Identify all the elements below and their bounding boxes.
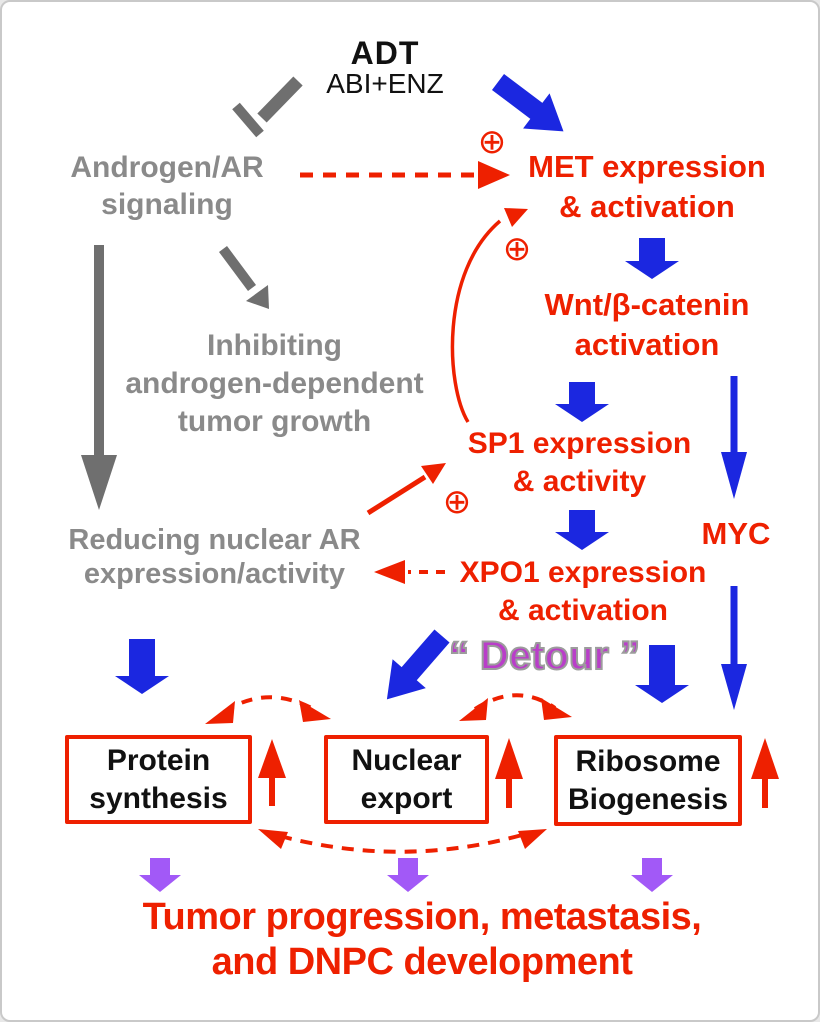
purple-arrow-ribosome-icon xyxy=(631,858,673,892)
node-sp1-expression: SP1 expression & activity xyxy=(437,425,722,501)
arrow-nuclear-ribosome-dashed-icon xyxy=(459,693,572,721)
box-nuclear-line1: Nuclear xyxy=(351,743,462,777)
box-nuclear-export: Nuclear export xyxy=(324,735,489,824)
up-arrow-ribosome-icon xyxy=(751,738,779,808)
box-protein-line2: synthesis xyxy=(89,781,228,815)
plus-circle-icon: ⊕ xyxy=(477,123,507,161)
node-met-line1: MET expression xyxy=(528,149,766,184)
box-protein-synthesis: Protein synthesis xyxy=(65,735,252,824)
node-xpo1-line2: & activation xyxy=(497,594,669,627)
node-outcome-statement: Tumor progression, metastasis, and DNPC … xyxy=(52,895,792,985)
node-wnt-line2: activation xyxy=(574,327,720,362)
box-nuclear-line2: export xyxy=(360,781,453,815)
arrow-wnt-to-sp1-icon xyxy=(555,382,609,422)
node-met-expression: MET expression & activation xyxy=(502,147,792,227)
node-reducing-line2: expression/activity xyxy=(83,558,346,590)
arrow-androgen-to-met-dashed-icon xyxy=(300,161,510,189)
node-myc: MYC xyxy=(701,516,771,551)
arrow-sp1-to-xpo1-icon xyxy=(555,510,609,550)
node-outcome-line2: and DNPC development xyxy=(211,941,633,983)
node-androgen-line1: Androgen/AR xyxy=(70,151,264,184)
node-wnt-line1: Wnt/β-catenin xyxy=(544,287,750,322)
box-protein-line1: Protein xyxy=(106,743,211,777)
node-xpo1-line1: XPO1 expression xyxy=(459,556,707,589)
node-outcome-line1: Tumor progression, metastasis, xyxy=(142,896,702,938)
purple-arrow-protein-icon xyxy=(139,858,181,892)
arrow-androgen-to-inhibiting-icon xyxy=(218,246,269,309)
node-sp1-line2: & activity xyxy=(512,465,647,498)
node-androgen-line2: signaling xyxy=(101,188,233,221)
node-inhibiting-line2: androgen-dependent xyxy=(125,367,424,400)
up-arrow-protein-icon xyxy=(258,739,286,806)
node-reducing-line1: Reducing nuclear AR xyxy=(68,524,361,556)
arrow-wnt-to-myc-icon xyxy=(721,376,747,499)
inhibition-tbar-adt-androgen-icon xyxy=(232,76,303,138)
node-adt-subtitle: ABI+ENZ xyxy=(326,68,444,99)
node-xpo1-expression: XPO1 expression & activation xyxy=(439,554,727,630)
node-inhibiting-line1: Inhibiting xyxy=(207,329,342,362)
arrow-met-to-wnt-icon xyxy=(625,238,679,279)
plus-circle-icon: ⊕ xyxy=(502,230,532,268)
node-wnt-bcatenin: Wnt/β-catenin activation xyxy=(502,285,792,365)
node-androgen-ar-signaling: Androgen/AR signaling xyxy=(42,149,292,223)
box-ribosome-line2: Biogenesis xyxy=(567,782,729,816)
node-detour-label: “ Detour ” xyxy=(448,633,641,679)
node-sp1-line1: SP1 expression xyxy=(467,427,692,460)
box-ribosome-line1: Ribosome xyxy=(575,744,721,778)
node-adt-title: ADT xyxy=(350,35,420,71)
arrow-protein-ribosome-dashed-icon xyxy=(258,829,547,854)
purple-arrow-nuclear-icon xyxy=(387,858,429,892)
box-ribosome-biogenesis: Ribosome Biogenesis xyxy=(554,735,742,826)
node-inhibiting-line3: tumor growth xyxy=(177,405,372,438)
node-inhibiting-tumor-growth: Inhibiting androgen-dependent tumor grow… xyxy=(107,327,442,441)
arrow-reducing-to-sp1-icon xyxy=(366,463,446,516)
arrow-protein-nuclear-dashed-icon xyxy=(205,695,331,724)
arrow-reducing-to-protein-icon xyxy=(115,639,169,694)
node-met-line2: & activation xyxy=(559,189,735,224)
up-arrow-nuclear-icon xyxy=(495,738,523,808)
node-reducing-nuclear-ar: Reducing nuclear AR expression/activity xyxy=(37,523,392,591)
plus-circle-icon: ⊕ xyxy=(442,483,472,521)
